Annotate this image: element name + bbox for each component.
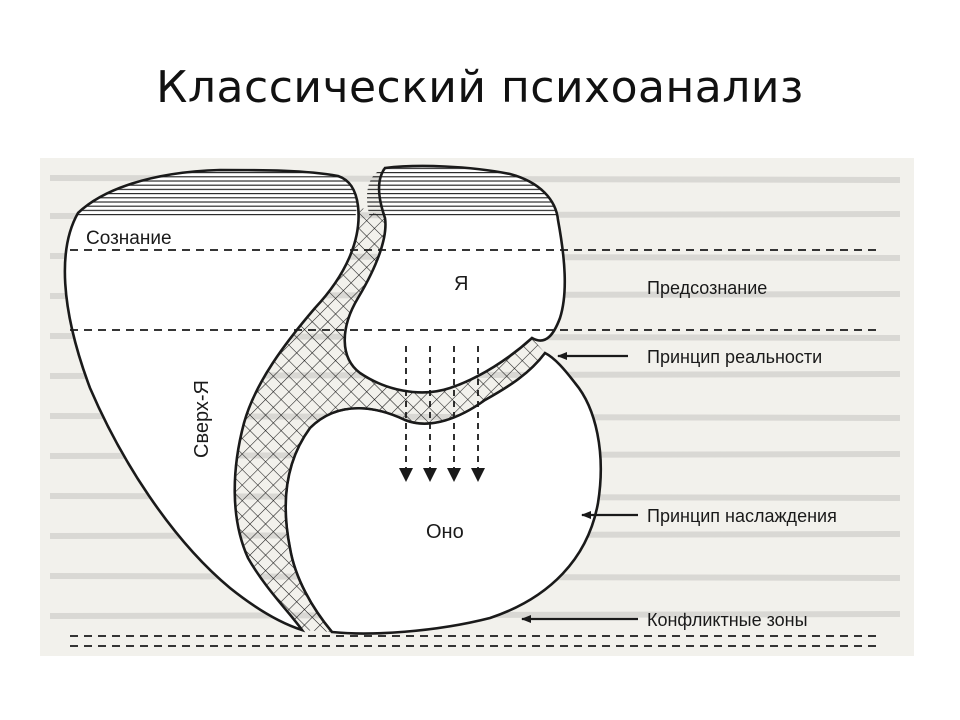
label-superego: Сверх-Я bbox=[191, 380, 213, 458]
label-ego: Я bbox=[454, 273, 468, 295]
label-conflict-zones: Конфликтные зоны bbox=[647, 610, 808, 630]
diagram-svg: Сознание Предсознание Я Сверх-Я Оно Прин… bbox=[40, 158, 914, 656]
slide-title: Классический психоанализ bbox=[0, 62, 960, 113]
label-pleasure-principle: Принцип наслаждения bbox=[647, 506, 837, 526]
label-id: Оно bbox=[426, 521, 464, 543]
label-reality-principle: Принцип реальности bbox=[647, 347, 822, 367]
psychoanalysis-diagram: Сознание Предсознание Я Сверх-Я Оно Прин… bbox=[40, 158, 914, 656]
label-conscious: Сознание bbox=[86, 228, 172, 249]
label-preconscious: Предсознание bbox=[647, 278, 767, 298]
